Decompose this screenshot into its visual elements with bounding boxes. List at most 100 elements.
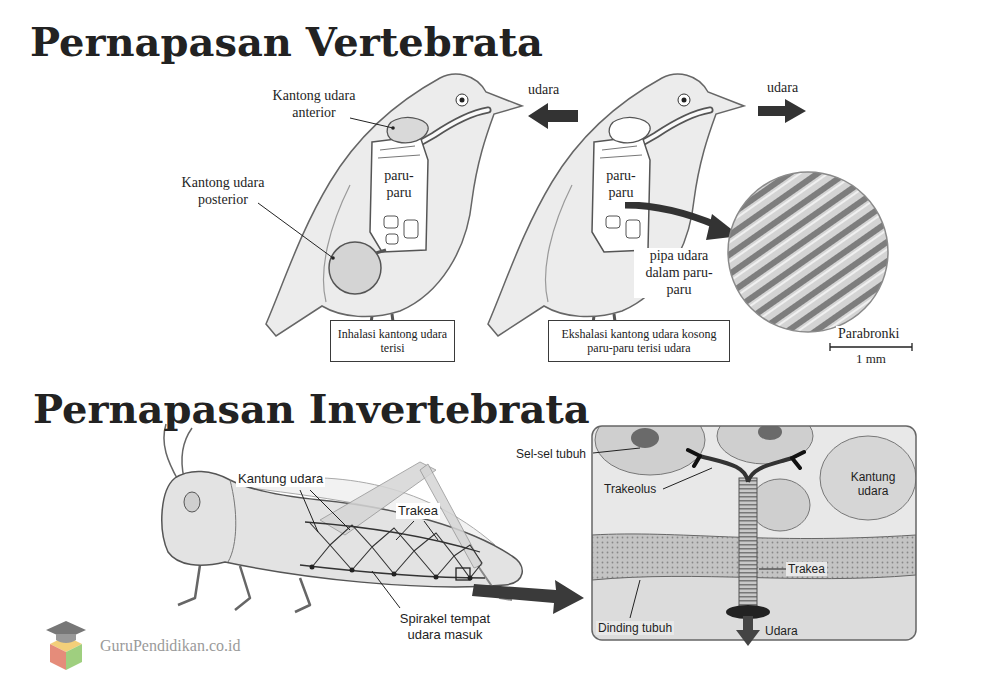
tracheal-network: [300, 522, 485, 581]
bird-exhale: [545, 185, 572, 302]
grasshopper: [162, 424, 522, 612]
zoom-arrow: [472, 580, 584, 614]
leader-line: [593, 448, 786, 618]
airflow-label: udara: [767, 80, 798, 97]
bird-inhale: [420, 110, 488, 143]
leader-line: [300, 490, 350, 532]
parabronchi-micrograph: [720, 164, 900, 344]
airflow-arrow: [528, 103, 578, 129]
zoom-arrow: [625, 205, 718, 226]
trachea-detail-panel: [717, 426, 813, 464]
bird-exhale: [488, 74, 744, 345]
bird-inhale: [404, 220, 418, 238]
trachea-detail-panel: [736, 616, 760, 646]
trachea-detail-panel: [592, 405, 916, 646]
trachea-detail-panel: [739, 478, 757, 614]
watermark-icon: [66, 644, 82, 670]
grasshopper: [182, 428, 192, 478]
parabronchi-micrograph: [720, 164, 900, 344]
parabronchi-micrograph: [720, 164, 900, 344]
tracheal-network: [456, 568, 470, 580]
bird-inhale: [386, 234, 398, 244]
trachea-detail-panel: [700, 456, 792, 482]
watermark: GuruPendidikan.co.id: [100, 636, 240, 655]
grasshopper: [228, 480, 236, 562]
tracheal-network: [434, 575, 439, 580]
section-title: Pernapasan Invertebrata: [33, 385, 590, 433]
airflow-label: udara: [528, 82, 559, 99]
caption-box: Ekshalasi kantong udara kosong paru-paru…: [548, 320, 730, 362]
tracheal-network: [392, 572, 397, 577]
bird-exhale: [642, 110, 710, 143]
zoom-arrow: [625, 205, 740, 240]
bird-exhale: [592, 136, 650, 252]
scale-label: 1 mm: [845, 351, 897, 367]
section-title: Pernapasan Vertebrata: [30, 18, 543, 66]
part-label: Kantung udara: [843, 470, 903, 499]
trachea-detail-panel: [758, 426, 782, 440]
bird-inhale: [378, 146, 420, 158]
part-label: Kantong udara anterior: [262, 88, 366, 122]
airflow-arrow: [528, 99, 806, 129]
airflow-arrow: [758, 99, 806, 123]
part-label: paru- paru: [374, 168, 424, 202]
bird-inhale: [384, 216, 398, 228]
parabronchi-micrograph: [728, 172, 888, 332]
grasshopper: [184, 492, 200, 512]
scale-bar: [830, 343, 912, 351]
bird-exhale: [678, 94, 690, 106]
part-label: paru- paru: [596, 168, 646, 202]
trachea-detail-panel: [750, 479, 810, 531]
watermark-icon: [56, 634, 76, 643]
bird-inhale: [456, 94, 468, 106]
bird-inhale: [329, 242, 381, 294]
scale-bar: [830, 343, 912, 351]
bird-inhale: [387, 118, 428, 143]
part-label: Kantung udara: [236, 471, 325, 487]
leader-line: [350, 118, 393, 128]
leader-line: [331, 256, 335, 260]
micrograph-label: Parabronki: [836, 326, 901, 343]
bird-exhale: [626, 220, 640, 238]
part-label: Trakea: [396, 503, 440, 519]
tracheal-network: [350, 568, 355, 573]
trachea-detail-panel: [820, 436, 916, 520]
leader-line: [391, 126, 395, 130]
watermark-icon: [50, 644, 66, 670]
bird-exhale: [488, 74, 744, 336]
zoom-arrow: [472, 580, 584, 614]
part-label: pipa udara dalam paru- paru: [634, 248, 724, 298]
bird-inhale: [370, 136, 428, 252]
part-label: Dinding tubuh: [596, 621, 674, 635]
grasshopper: [320, 462, 436, 535]
bird-exhale: [682, 98, 687, 103]
trachea-detail-panel: [592, 426, 916, 640]
part-label: Trakeolus: [602, 482, 658, 496]
caption-text: Inhalasi kantong udara terisi: [336, 327, 449, 356]
part-label: Kantong udara posterior: [166, 175, 280, 209]
trachea-detail-panel: [631, 428, 659, 448]
watermark-icon: [46, 621, 86, 670]
leader-line: [663, 468, 712, 489]
leader-line: [630, 580, 640, 618]
leader-line: [396, 521, 438, 540]
bird-exhale: [609, 118, 650, 143]
caption-box: Inhalasi kantong udara terisi: [330, 320, 455, 362]
bird-exhale: [606, 216, 620, 228]
leader-line: [593, 448, 640, 453]
leader-line: [372, 571, 400, 608]
bird-exhale: [600, 146, 642, 158]
part-label: Trakea: [786, 562, 827, 576]
tracheal-network: [305, 522, 480, 552]
part-label: Spirakel tempat udara masuk: [383, 611, 507, 642]
part-label: Sel-sel tubuh: [516, 447, 586, 461]
caption-text: Ekshalasi kantong udara kosong paru-paru…: [554, 327, 724, 356]
airflow-label: Udara: [765, 624, 798, 638]
trachea-detail-panel: [592, 426, 916, 640]
grasshopper: [164, 424, 178, 480]
leader-line: [759, 569, 786, 570]
bird-inhale: [460, 98, 465, 103]
trachea-detail-panel: [688, 450, 804, 468]
bird-inhale: [420, 110, 488, 143]
